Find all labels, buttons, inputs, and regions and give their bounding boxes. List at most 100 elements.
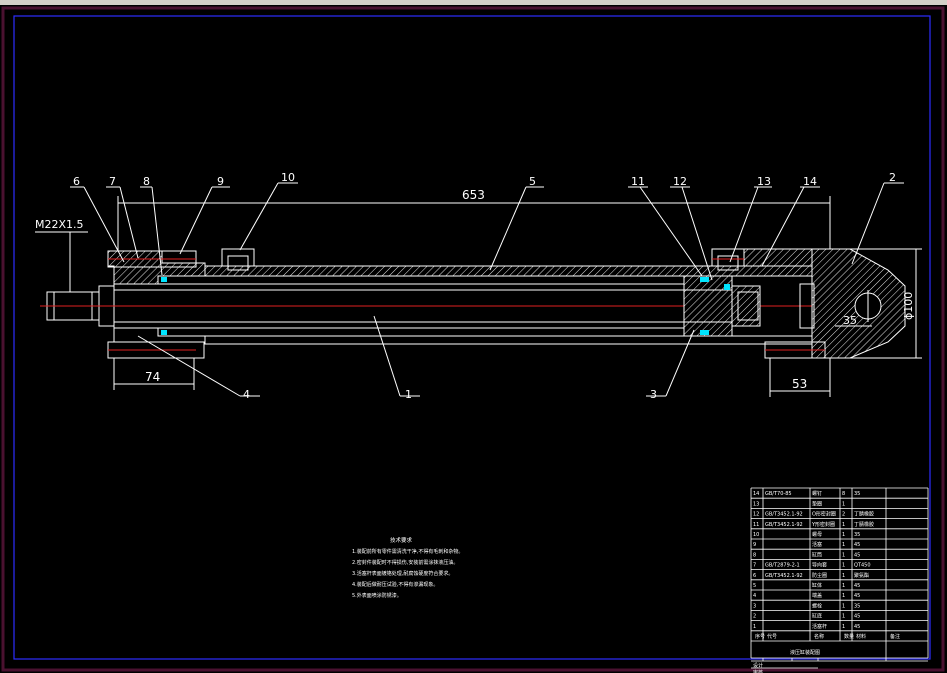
drawing-border	[13, 15, 931, 660]
table-cell: 导向套	[812, 562, 827, 569]
notes-title: 技术要求	[390, 536, 413, 544]
dim-cap-offset: 53	[792, 377, 807, 391]
table-cell: 4	[753, 593, 756, 599]
note-line: 5.外表面喷涂防锈漆。	[352, 592, 402, 599]
table-cell: 14	[753, 491, 759, 497]
table-cell: 2	[753, 614, 756, 620]
note-line: 2.密封件装配时不得损伤,安装前需涂抹液压油。	[352, 559, 458, 566]
table-cell: 2	[842, 512, 845, 518]
callout-2: 2	[889, 171, 896, 184]
table-cell: 1	[842, 573, 845, 579]
table-cell: 45	[854, 614, 860, 620]
table-cell: 8	[753, 552, 756, 558]
table-cell: 缸体	[812, 582, 822, 589]
cad-drawing: 653 74 53 ϕ100 35 M22X1.5 6 7 8 9 1	[1, 6, 945, 673]
callout-10: 10	[281, 171, 295, 184]
table-header-cell: 数量	[844, 633, 854, 640]
table-cell: 1	[842, 542, 845, 548]
barrel-wall-bottom	[204, 335, 826, 345]
callout-7: 7	[109, 175, 116, 188]
window-title-bar	[0, 0, 947, 5]
table-cell: 6	[753, 573, 756, 579]
table-cell: 35	[854, 532, 860, 538]
table-cell: GB/T3452.1-92	[765, 512, 803, 518]
table-cell: 缸筒	[812, 551, 822, 558]
thread-callout: M22X1.5	[35, 218, 84, 231]
note-line: 4.装配后做耐压试验,不得有渗漏现象。	[352, 581, 438, 588]
table-cell: 9	[753, 542, 756, 548]
table-cell: 螺钉	[812, 490, 822, 497]
sign-label: 设计	[753, 662, 763, 669]
callout-13: 13	[757, 175, 771, 188]
table-cell: GB/T2879-2-1	[765, 563, 800, 569]
callout-4: 4	[243, 388, 250, 401]
table-cell: 10	[753, 532, 759, 538]
table-cell: 35	[854, 603, 860, 609]
table-cell: 1	[842, 614, 845, 620]
table-cell: 丁腈橡胶	[854, 521, 874, 528]
table-cell: 活塞杆	[812, 623, 827, 630]
table-cell: 45	[854, 552, 860, 558]
table-cell: 1	[842, 522, 845, 528]
barrel-wall-top	[204, 265, 831, 277]
part-callouts: 6 7 8 9 10 5 11 12 13 14 2 4 1 3	[70, 171, 904, 401]
table-cell: 垫圈	[812, 500, 822, 507]
table-cell: 端盖	[812, 592, 822, 599]
table-cell: QT450	[854, 563, 871, 569]
note-line: 1.装配前所有零件需清洗干净,不得有毛刺和杂物。	[352, 548, 463, 555]
table-cell: 1	[753, 624, 756, 630]
top-flange-right	[711, 248, 745, 267]
dim-overall-length: 653	[462, 188, 485, 202]
table-cell: 45	[854, 583, 860, 589]
table-cell: GB/T3452.1-92	[765, 522, 803, 528]
table-cell: 45	[854, 593, 860, 599]
table-cell: 1	[842, 563, 845, 569]
table-cell: 35	[854, 491, 860, 497]
table-cell: 丁腈橡胶	[854, 511, 874, 518]
table-cell: 5	[753, 583, 756, 589]
callout-12: 12	[673, 175, 687, 188]
table-cell: 45	[854, 542, 860, 548]
outer-frame	[1, 6, 945, 672]
table-header-cell: 名称	[814, 633, 824, 640]
table-cell: Y形密封圈	[811, 521, 835, 528]
table-cell: 13	[753, 501, 759, 507]
table-cell: 螺栓	[812, 602, 822, 609]
front-head-bottom	[113, 327, 206, 343]
table-cell: 缸底	[812, 613, 822, 620]
dim-rod-end-offset: 74	[145, 370, 160, 384]
table-cell: 12	[753, 512, 759, 518]
table-cell: 螺母	[812, 531, 822, 538]
callout-5: 5	[529, 175, 536, 188]
table-cell: 1	[842, 603, 845, 609]
callout-9: 9	[217, 175, 224, 188]
note-line: 3.活塞杆表面镀铬处理,耐腐蚀硬度符合要求。	[352, 570, 453, 577]
table-cell: 1	[842, 552, 845, 558]
piston-nut	[731, 285, 761, 327]
sign-label: 审核	[753, 669, 763, 673]
callout-14: 14	[803, 175, 817, 188]
callout-8: 8	[143, 175, 150, 188]
cylinder-assembly	[40, 248, 906, 359]
callout-1: 1	[405, 388, 412, 401]
callout-6: 6	[73, 175, 80, 188]
table-cell: 1	[842, 583, 845, 589]
table-header-cell: 材料	[856, 633, 866, 640]
table-cell: GB/T70-85	[765, 491, 792, 497]
table-header-cell: 代号	[767, 633, 777, 640]
table-header-cell: 序号	[755, 633, 765, 640]
table-cell: 3	[753, 603, 756, 609]
table-cell: 1	[842, 532, 845, 538]
dim-cap-diameter: ϕ100	[902, 292, 915, 320]
table-cell: 45	[854, 624, 860, 630]
table-cell: 7	[753, 563, 756, 569]
callout-3: 3	[650, 388, 657, 401]
callout-11: 11	[631, 175, 645, 188]
table-cell: GB/T3452.1-92	[765, 573, 803, 579]
dimensions: 653 74 53 ϕ100 35 M22X1.5	[35, 188, 922, 397]
table-cell: 1	[842, 593, 845, 599]
table-header-cell: 备注	[890, 633, 900, 640]
table-cell: 防尘圈	[812, 572, 827, 579]
dim-pin-offset: 35	[843, 314, 857, 327]
